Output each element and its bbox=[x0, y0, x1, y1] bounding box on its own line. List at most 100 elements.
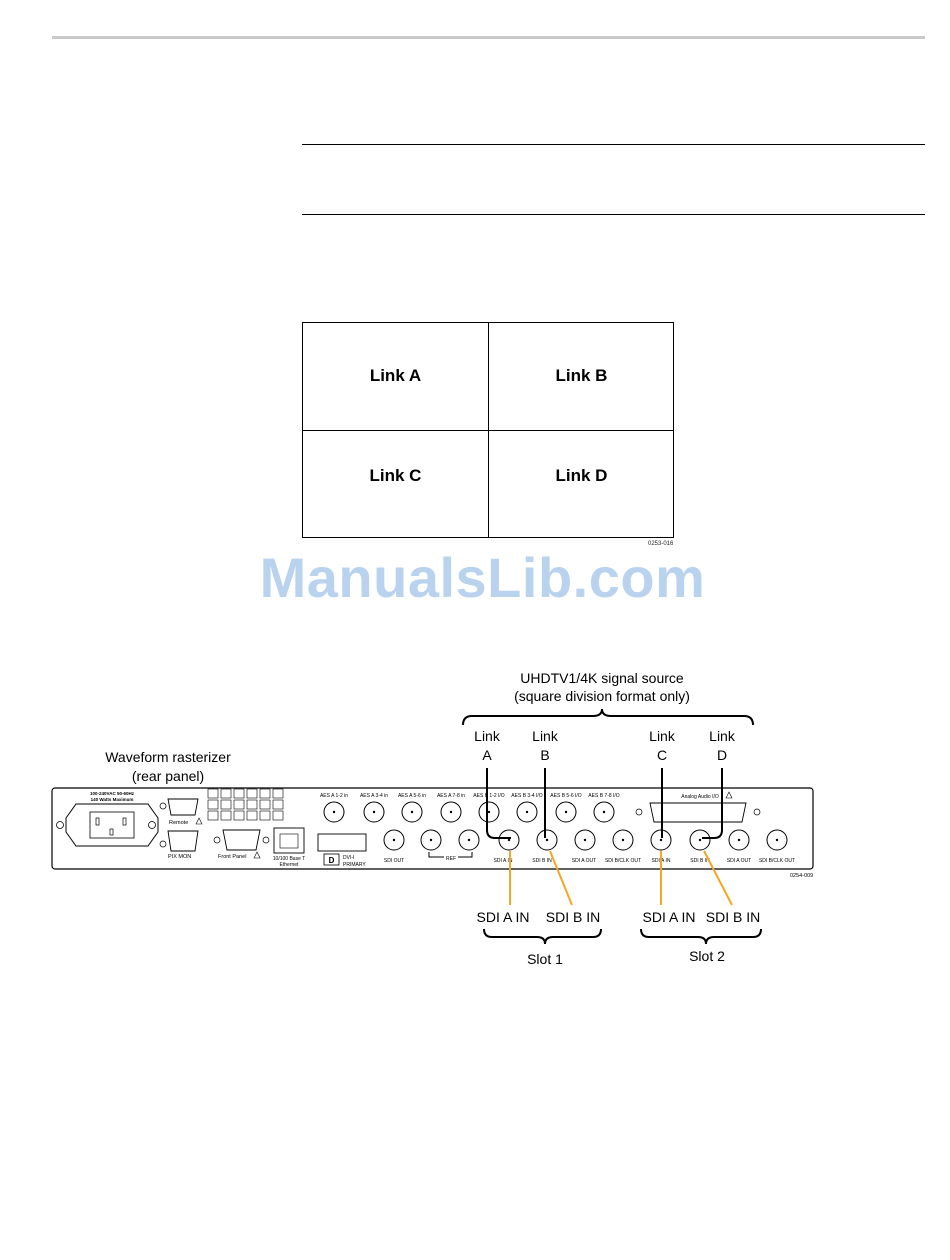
ethernet-port bbox=[273, 827, 305, 854]
slot2-sdi-b-clk-out-bnc bbox=[766, 829, 788, 851]
pixmon-screw-left bbox=[159, 840, 167, 848]
front-panel-warning-icon bbox=[253, 851, 261, 859]
front-panel-label: Front Panel bbox=[218, 854, 246, 860]
analog-audio-warning-icon bbox=[725, 791, 733, 799]
link-cables bbox=[486, 768, 723, 839]
aes-label: AES A 7-8 in bbox=[437, 793, 465, 799]
slot2-sdi-b-in-bnc bbox=[689, 829, 711, 851]
slot2-sdi-b-in-leader bbox=[703, 850, 733, 906]
link-d-label-line2: D bbox=[717, 747, 727, 763]
slot1-sdi-a-out-bnc bbox=[574, 829, 596, 851]
aes-bnc-pin bbox=[602, 810, 606, 814]
device-title-line2: (rear panel) bbox=[132, 768, 204, 784]
aes-label: AES A 5-6 in bbox=[398, 793, 426, 799]
watermark: ManualsLib.com bbox=[259, 546, 706, 609]
aes-label: AES B 3-4 I/O bbox=[511, 793, 543, 799]
aes-bnc-pin bbox=[410, 810, 414, 814]
dvi-logo-box bbox=[323, 853, 340, 866]
source-title-line2: (square division format only) bbox=[514, 688, 690, 704]
slot-bnc-label: SDI B/CLK OUT bbox=[759, 858, 795, 864]
front-panel-screw-right bbox=[262, 836, 270, 844]
quad-divider-horizontal bbox=[303, 430, 673, 431]
bnc-pin bbox=[775, 838, 779, 842]
slot2-sdi-a-out-bnc bbox=[728, 829, 750, 851]
aes-bnc-pin bbox=[332, 810, 336, 814]
slot1-bracket bbox=[483, 928, 602, 945]
slot-bnc-label: SDI A OUT bbox=[572, 858, 596, 864]
aes-label: AES A 1-2 in bbox=[320, 793, 348, 799]
slot1-sdi-b-in-bnc bbox=[536, 829, 558, 851]
device-title-line1: Waveform rasterizer bbox=[105, 749, 231, 765]
page-top-rule bbox=[52, 36, 925, 39]
slot1-input-b-label: SDI B IN bbox=[546, 909, 600, 925]
link-a-label-line1: Link bbox=[474, 728, 501, 744]
aes-bnc bbox=[555, 801, 577, 823]
input-leaders bbox=[509, 850, 733, 906]
aes-bnc bbox=[516, 801, 538, 823]
slot2-input-a-label: SDI A IN bbox=[643, 909, 696, 925]
aes-bnc bbox=[440, 801, 462, 823]
bnc-pin bbox=[507, 838, 511, 842]
aes-bnc-pin bbox=[372, 810, 376, 814]
power-screw-left bbox=[56, 821, 64, 829]
quad-cell-link-d: Link D bbox=[555, 466, 608, 485]
analog-audio-label: Analog Audio I/O bbox=[681, 794, 719, 800]
ref-bracket bbox=[428, 852, 473, 858]
sdi-out-bnc-pin bbox=[392, 838, 396, 842]
aes-label: AES B 7-8 I/O bbox=[588, 793, 620, 799]
remote-warning-icon bbox=[195, 817, 203, 825]
slot-bnc-label: SDI B/CLK OUT bbox=[605, 858, 641, 864]
slot2-label: Slot 2 bbox=[689, 948, 725, 964]
ref-bnc-1-pin bbox=[429, 838, 433, 842]
link-c-label-line2: C bbox=[657, 747, 667, 763]
analog-audio-screw-left bbox=[635, 808, 643, 816]
aes-bnc bbox=[363, 801, 385, 823]
bnc-pin bbox=[659, 838, 663, 842]
aes-bnc-pin bbox=[449, 810, 453, 814]
note-bottom-rule bbox=[302, 214, 925, 215]
slot1-sdi-a-in-bnc bbox=[498, 829, 520, 851]
aes-bnc bbox=[478, 801, 500, 823]
power-pin-ground bbox=[109, 828, 114, 836]
pix-mon-label: PIX MON bbox=[168, 854, 191, 860]
aes-label: AES B 1-2 I/O bbox=[473, 793, 505, 799]
remote-screw-left bbox=[159, 802, 167, 810]
rear-panel bbox=[51, 787, 814, 870]
slot1-sdi-b-clk-out-bnc bbox=[612, 829, 634, 851]
sdi-out-label: SDI OUT bbox=[384, 858, 404, 864]
power-socket bbox=[89, 811, 135, 839]
slot2-bracket bbox=[640, 928, 762, 945]
slot1-input-a-label: SDI A IN bbox=[477, 909, 530, 925]
slot-bnc-label: SDI A IN bbox=[494, 858, 513, 864]
front-panel-screw-left bbox=[213, 836, 221, 844]
ref-bnc-2 bbox=[458, 829, 480, 851]
aes-label: AES B 5-6 I/O bbox=[550, 793, 582, 799]
bnc-pin bbox=[698, 838, 702, 842]
remote-connector bbox=[167, 798, 199, 816]
quad-figure-id: 0253-016 bbox=[648, 541, 674, 547]
ethernet-jack bbox=[279, 833, 299, 849]
ref-label: REF bbox=[446, 856, 456, 862]
slot-bnc-label: SDI A OUT bbox=[727, 858, 751, 864]
ethernet-label-line1: 10/100 Base T bbox=[273, 856, 305, 862]
pix-mon-connector bbox=[167, 830, 199, 852]
blank-plate-grid bbox=[207, 788, 284, 821]
remote-label: Remote bbox=[169, 820, 188, 826]
quad-cell-link-a: Link A bbox=[369, 366, 422, 385]
ref-bnc-2-pin bbox=[467, 838, 471, 842]
link-d-label-line1: Link bbox=[709, 728, 736, 744]
aes-bnc-pin bbox=[564, 810, 568, 814]
bnc-pin bbox=[545, 838, 549, 842]
slot1-label: Slot 1 bbox=[527, 951, 563, 967]
aes-bnc bbox=[323, 801, 345, 823]
slot-bnc-label: SDI B IN bbox=[690, 858, 710, 864]
link-c-label-line1: Link bbox=[649, 728, 676, 744]
aes-label: AES A 3-4 in bbox=[360, 793, 388, 799]
power-rating-line2: 140 Watts Maximum bbox=[91, 797, 134, 802]
slot-bnc-label: SDI B IN bbox=[532, 858, 552, 864]
quad-cell-link-c: Link C bbox=[369, 466, 422, 485]
quad-cell-link-b: Link B bbox=[555, 366, 608, 385]
ref-bnc-1 bbox=[420, 829, 442, 851]
front-panel-connector bbox=[222, 829, 261, 851]
